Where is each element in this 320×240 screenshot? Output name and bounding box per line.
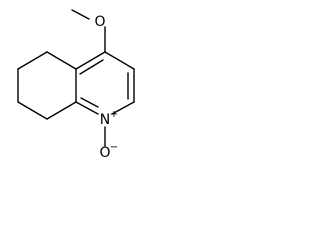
nitrogen-label: N [100,112,110,128]
bond-c4-c3 [104,51,135,70]
bond-c7-c8 [17,101,48,120]
oxide-oxygen-charge-label: − [110,142,118,153]
bond-methyl-o [71,9,90,20]
bond-c4a-c4-inner [79,59,104,75]
methoxy-oxygen-label: O [94,14,105,30]
structure-diagram: O N + O − [0,0,146,192]
bond-n-c8a-inner [80,97,99,108]
bond-c4-c4a [75,51,106,70]
molecule-svg: O N + O − [17,9,135,161]
bond-c2-n [111,101,135,115]
bond-c8-c8a [46,101,77,120]
bond-c4a-c5 [46,51,77,70]
oxide-oxygen-label: O [99,145,110,161]
bond-n-c8a [75,101,99,115]
nitrogen-charge-label: + [110,109,118,120]
bond-c5-c6 [17,51,48,70]
